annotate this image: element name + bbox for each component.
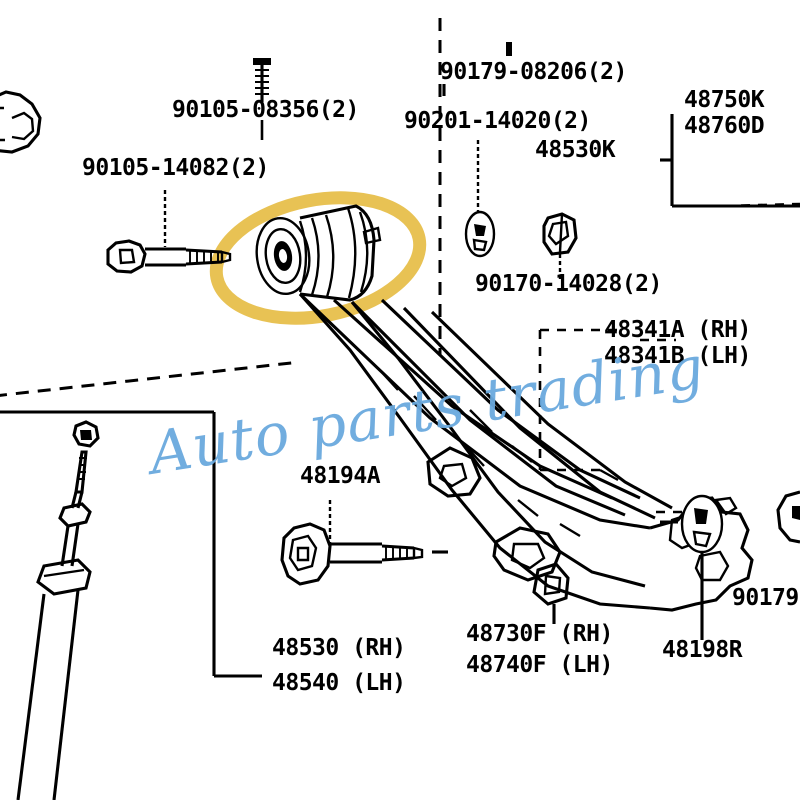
control-arm-bushing — [255, 204, 382, 302]
part-label-90170-14028: 90170-14028(2) — [475, 271, 662, 297]
nut-90170-14028 — [542, 212, 578, 282]
leader-90179-08206 — [442, 42, 512, 96]
part-label-48530-rh: 48530 (RH) — [272, 635, 406, 661]
part-label-48530k: 48530K — [535, 137, 616, 163]
part-label-48750k: 48750K — [684, 87, 765, 113]
part-label-48198r: 48198R — [662, 637, 743, 663]
part-label-48760d: 48760D — [684, 113, 765, 139]
part-label-48740f-lh: 48740F (LH) — [466, 652, 613, 678]
bushing-highlight-ellipse — [209, 191, 427, 325]
reference-dashed-line-left — [0, 360, 301, 678]
bracket-48750k-48760d — [660, 114, 800, 208]
bolt-90105-14082 — [106, 239, 232, 274]
washer-48198r — [660, 494, 724, 640]
part-label-90105-14082: 90105-14082(2) — [82, 155, 269, 181]
part-label-90179-08206: 90179-08206(2) — [440, 59, 627, 85]
part-label-90105-08356: 90105-08356(2) — [172, 97, 359, 123]
washer-partial-right-edge — [776, 490, 800, 544]
part-label-90179-right: 90179 — [732, 585, 799, 611]
part-label-48730f-rh: 48730F (RH) — [466, 621, 613, 647]
part-label-48540-lh: 48540 (LH) — [272, 670, 406, 696]
bolt-90105-08356 — [253, 58, 271, 102]
part-label-48341a-rh: 48341A (RH) — [604, 317, 751, 343]
cam-bolt-48194a — [280, 500, 448, 586]
part-label-90201-14020: 90201-14020(2) — [404, 108, 591, 134]
shock-absorber-assembly — [16, 420, 100, 800]
part-label-48341b-lh: 48341B (LH) — [604, 343, 751, 369]
washer-90201-14020 — [464, 140, 496, 258]
clip-bracket-partial — [0, 90, 42, 154]
reference-dashed-box-right — [538, 328, 690, 514]
part-label-48194a: 48194A — [300, 463, 381, 489]
